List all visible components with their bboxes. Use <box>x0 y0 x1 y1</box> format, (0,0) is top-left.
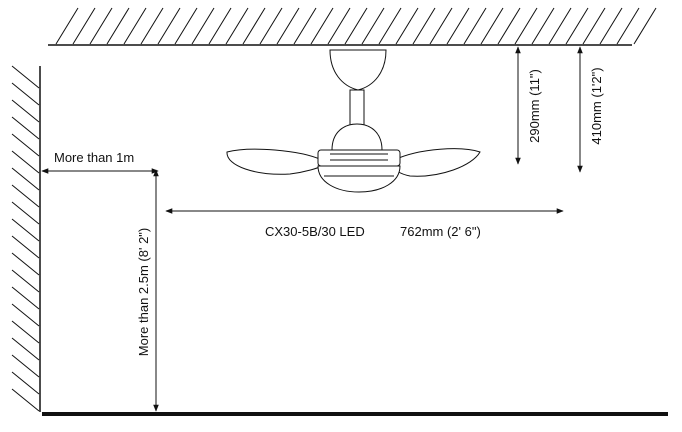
ceiling-hatch-line <box>191 7 215 45</box>
ceiling-hatch-line <box>497 7 521 45</box>
ceiling-hatch-line <box>276 7 300 45</box>
drop-short-label: 290mm (11") <box>527 69 542 143</box>
wall-hatch-line <box>11 218 40 242</box>
ceiling-hatch-line <box>463 7 487 45</box>
wall-hatch-line <box>11 303 40 327</box>
wall-hatch-line <box>11 150 40 174</box>
ceiling-hatch-line <box>514 7 538 45</box>
ceiling-hatch-line <box>531 7 555 45</box>
wall-hatch <box>11 65 40 412</box>
ceiling-hatch-line <box>327 7 351 45</box>
ceiling-hatch-line <box>378 7 402 45</box>
ceiling-hatch-line <box>548 7 572 45</box>
ceiling-hatch-line <box>123 7 147 45</box>
ceiling-hatch-line <box>157 7 181 45</box>
ceiling-hatch-line <box>616 7 640 45</box>
side-clearance-label: More than 1m <box>54 150 134 165</box>
wall-hatch-line <box>11 65 40 89</box>
ceiling-hatch-line <box>106 7 130 45</box>
fan-downrod <box>349 89 365 127</box>
ceiling-hatch-line <box>361 7 385 45</box>
ceiling-hatch-line <box>633 7 657 45</box>
diameter-label: 762mm (2' 6") <box>400 224 481 239</box>
wall-hatch-line <box>11 82 40 106</box>
wall <box>11 65 41 412</box>
wall-hatch-line <box>11 269 40 293</box>
ceiling <box>48 7 657 46</box>
wall-hatch-line <box>11 286 40 310</box>
ceiling-hatch-line <box>208 7 232 45</box>
ceiling-hatch-line <box>310 7 334 45</box>
wall-hatch-line <box>11 116 40 140</box>
fan-blade-right <box>393 148 481 177</box>
ceiling-hatch-line <box>429 7 453 45</box>
ceiling-hatch-line <box>174 7 198 45</box>
ceiling-hatch-line <box>412 7 436 45</box>
wall-hatch-line <box>11 371 40 395</box>
wall-hatch-line <box>11 167 40 191</box>
wall-hatch-line <box>11 388 40 412</box>
ceiling-hatch-line <box>582 7 606 45</box>
ceiling-hatch-line <box>565 7 589 45</box>
wall-hatch-line <box>11 320 40 344</box>
ceiling-hatch-line <box>480 7 504 45</box>
ceiling-hatch-line <box>242 7 266 45</box>
wall-hatch-line <box>11 252 40 276</box>
wall-hatch-line <box>11 235 40 259</box>
ceiling-hatch-line <box>72 7 96 45</box>
ceiling-hatch-line <box>599 7 623 45</box>
fan-motor-housing <box>331 123 383 151</box>
drop-long-label: 410mm (1'2") <box>589 67 604 144</box>
model-label: CX30-5B/30 LED <box>265 224 365 239</box>
ceiling-fan <box>226 49 481 193</box>
wall-hatch-line <box>11 201 40 225</box>
ceiling-hatch-line <box>446 7 470 45</box>
ceiling-hatch-line <box>140 7 164 45</box>
wall-hatch-line <box>11 337 40 361</box>
fan-motor-band <box>317 149 401 167</box>
fan-blade-left <box>226 148 323 175</box>
wall-hatch-line <box>11 184 40 208</box>
wall-hatch-line <box>11 133 40 157</box>
fan-led-light <box>317 165 401 193</box>
ceiling-hatch-line <box>55 7 79 45</box>
wall-hatch-line <box>11 354 40 378</box>
ceiling-hatch-line <box>225 7 249 45</box>
ceiling-hatch-line <box>89 7 113 45</box>
ceiling-hatch-line <box>259 7 283 45</box>
ceiling-hatch-line <box>344 7 368 45</box>
ceiling-hatch <box>55 7 657 45</box>
wall-hatch-line <box>11 99 40 123</box>
ceiling-hatch-line <box>395 7 419 45</box>
ceiling-hatch-line <box>293 7 317 45</box>
floor-clearance-label: More than 2.5m (8' 2") <box>136 228 151 356</box>
fan-canopy <box>329 49 387 91</box>
